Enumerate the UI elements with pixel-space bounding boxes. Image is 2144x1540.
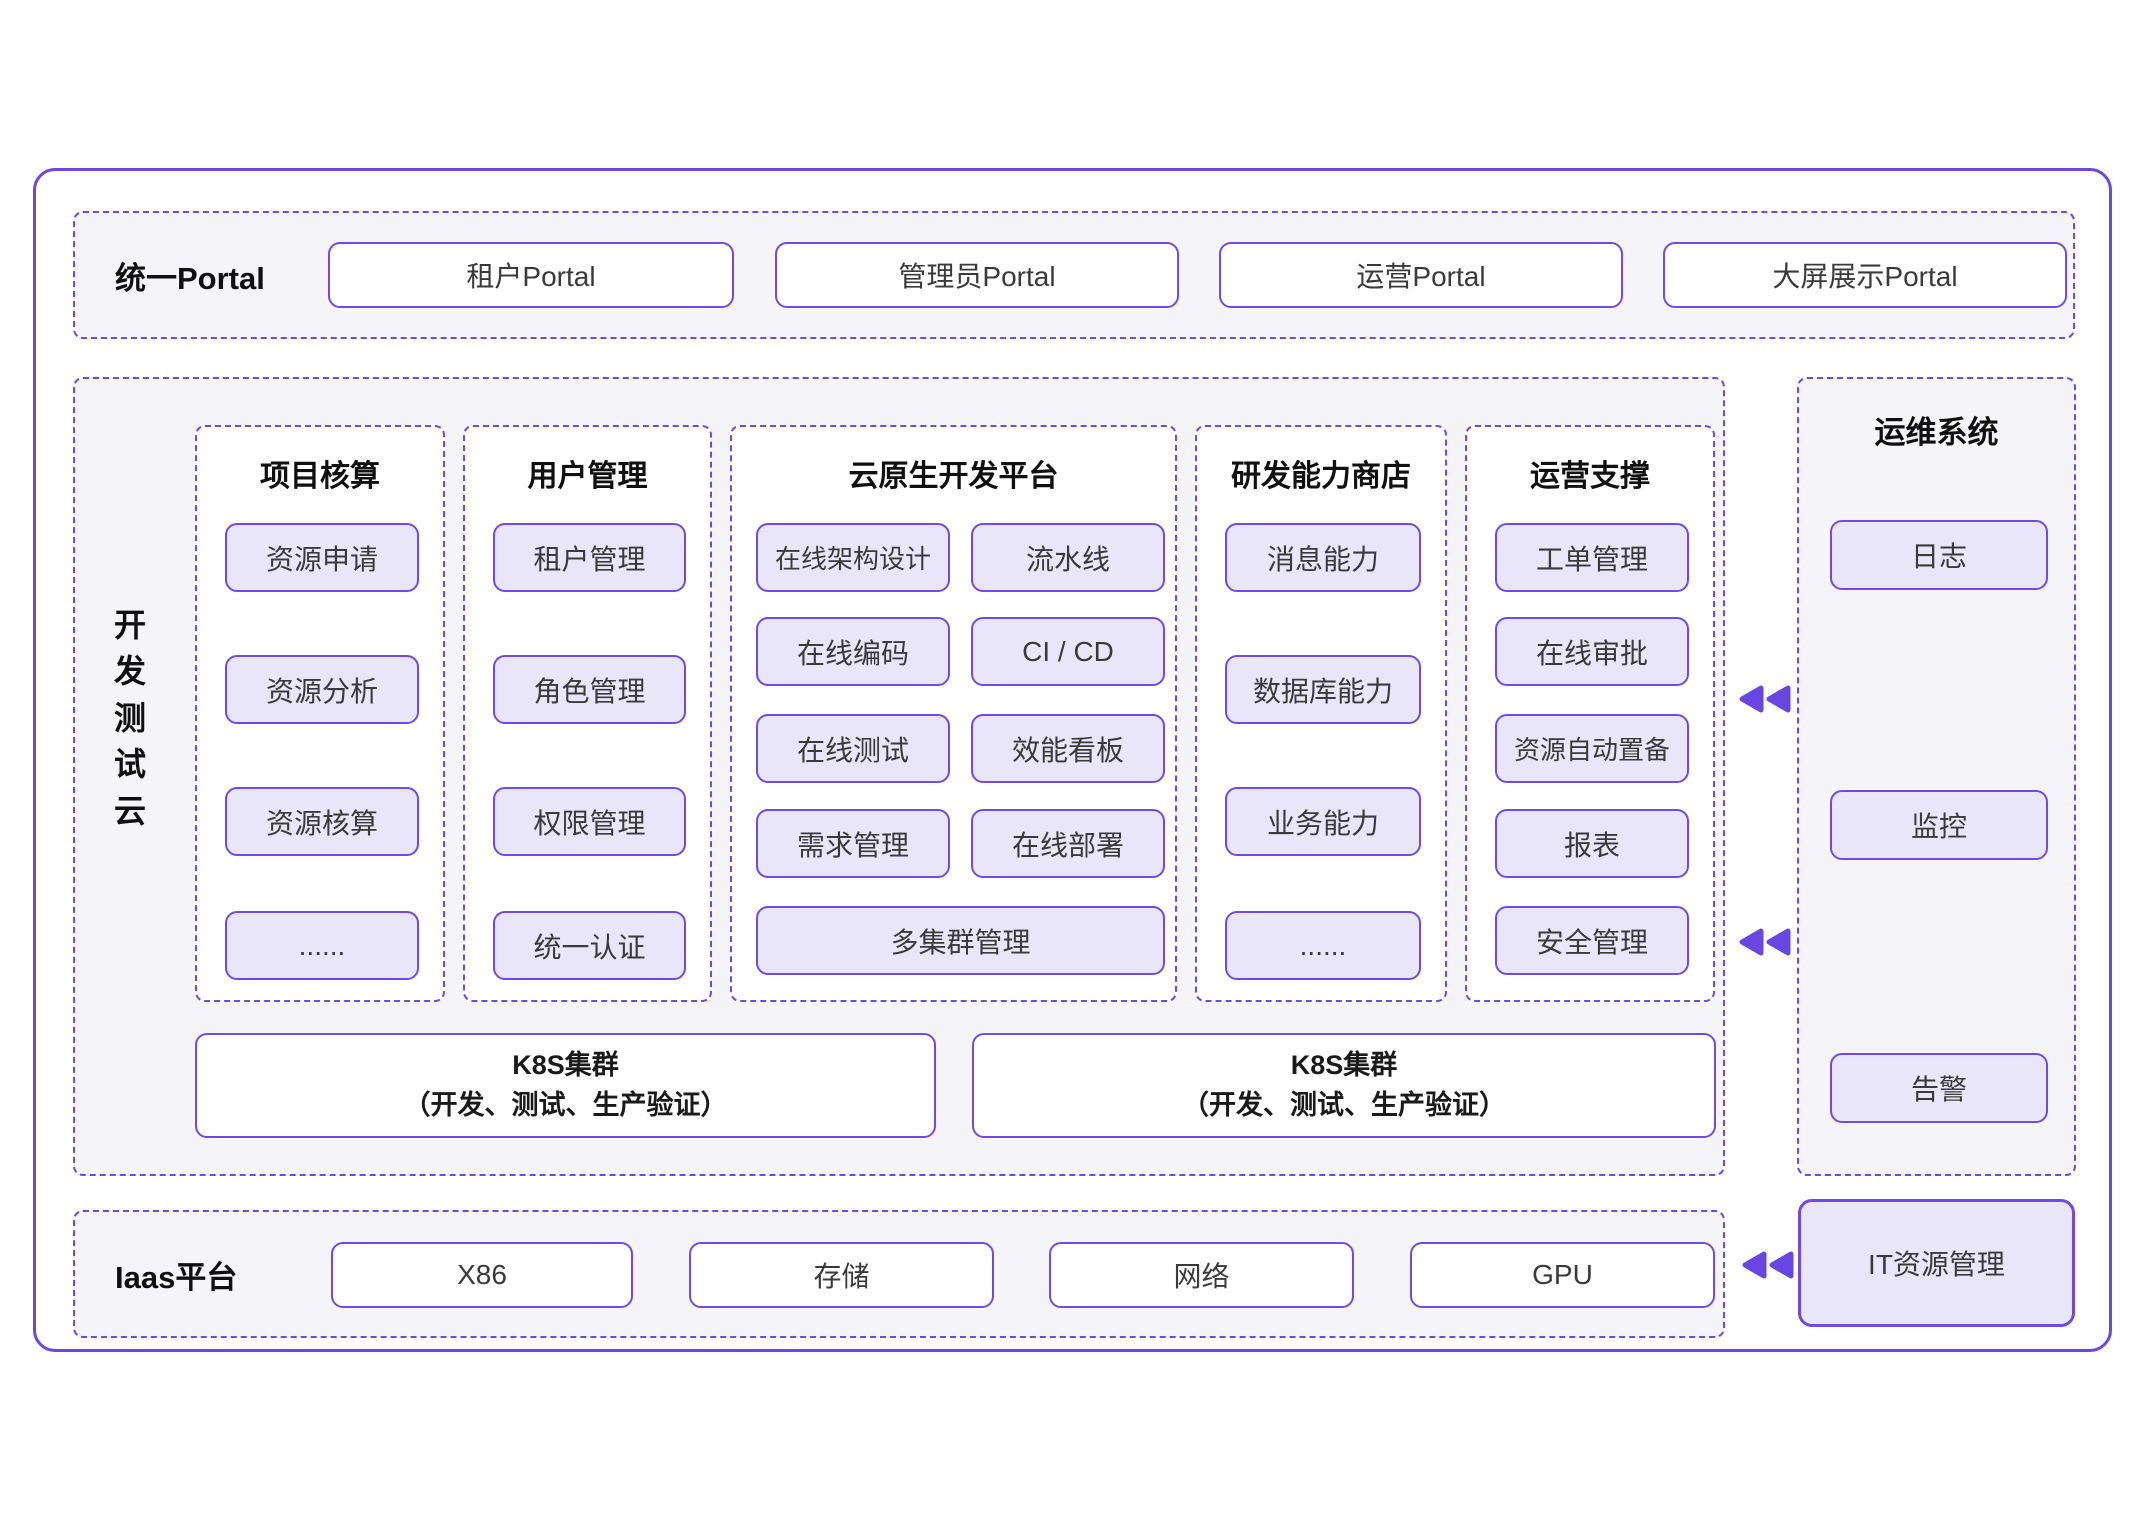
ellipsis-box: ...... bbox=[225, 911, 419, 980]
security-mgmt-box: 安全管理 bbox=[1495, 906, 1689, 975]
requirement-mgmt-box: 需求管理 bbox=[756, 809, 950, 878]
ellipsis-box: ...... bbox=[1225, 911, 1421, 980]
online-testing-box: 在线测试 bbox=[756, 714, 950, 783]
storage-box: 存储 bbox=[689, 1242, 994, 1308]
resource-apply-box: 资源申请 bbox=[225, 523, 419, 592]
k8s-cluster-box: K8S集群 （开发、测试、生产验证） bbox=[195, 1033, 936, 1138]
resource-accounting-box: 资源核算 bbox=[225, 787, 419, 856]
alert-box: 告警 bbox=[1830, 1053, 2048, 1123]
ci-cd-box: CI / CD bbox=[971, 617, 1165, 686]
online-architecture-box: 在线架构设计 bbox=[756, 523, 950, 592]
column-title: 运营支撑 bbox=[1530, 460, 1650, 493]
gpu-box: GPU bbox=[1410, 1242, 1715, 1308]
column-project-accounting: 项目核算 资源申请 资源分析 资源核算 ...... bbox=[195, 425, 445, 1002]
column-title: 用户管理 bbox=[527, 460, 648, 493]
column-operation-support: 运营支撑 工单管理 在线审批 资源自动置备 报表 安全管理 bbox=[1465, 425, 1715, 1002]
online-coding-box: 在线编码 bbox=[756, 617, 950, 686]
admin-portal-box: 管理员Portal bbox=[775, 242, 1179, 308]
monitor-box: 监控 bbox=[1830, 790, 2048, 860]
pipeline-box: 流水线 bbox=[971, 523, 1165, 592]
x86-box: X86 bbox=[331, 1242, 633, 1308]
tenant-portal-box: 租户Portal bbox=[328, 242, 734, 308]
report-box: 报表 bbox=[1495, 809, 1689, 878]
dev-test-cloud-label: 开发测试云 bbox=[113, 607, 146, 829]
column-title: 研发能力商店 bbox=[1231, 460, 1411, 493]
it-resource-management-box: IT资源管理 bbox=[1798, 1199, 2075, 1327]
operation-portal-box: 运营Portal bbox=[1219, 242, 1623, 308]
log-box: 日志 bbox=[1830, 520, 2048, 590]
permission-mgmt-box: 权限管理 bbox=[493, 787, 686, 856]
efficiency-board-box: 效能看板 bbox=[971, 714, 1165, 783]
k8s-cluster-title: K8S集群 bbox=[512, 1050, 619, 1081]
auto-provision-box: 资源自动置备 bbox=[1495, 714, 1689, 783]
iaas-section-title: Iaas平台 bbox=[115, 1259, 238, 1295]
multi-cluster-mgmt-box: 多集群管理 bbox=[756, 906, 1165, 975]
unified-auth-box: 统一认证 bbox=[493, 911, 686, 980]
k8s-cluster-box: K8S集群 （开发、测试、生产验证） bbox=[972, 1033, 1716, 1138]
iaas-section: Iaas平台 X86 存储 网络 GPU bbox=[73, 1210, 1725, 1338]
column-rd-capability-store: 研发能力商店 消息能力 数据库能力 业务能力 ...... bbox=[1195, 425, 1447, 1002]
portal-section: 统一Portal 租户Portal 管理员Portal 运营Portal 大屏展… bbox=[73, 211, 2075, 339]
work-order-box: 工单管理 bbox=[1495, 523, 1689, 592]
k8s-cluster-subtitle: （开发、测试、生产验证） bbox=[1182, 1089, 1506, 1120]
bidirectional-arrow-icon bbox=[1742, 1251, 1794, 1279]
tenant-mgmt-box: 租户管理 bbox=[493, 523, 686, 592]
architecture-outer-container: 统一Portal 租户Portal 管理员Portal 运营Portal 大屏展… bbox=[33, 168, 2112, 1352]
resource-analysis-box: 资源分析 bbox=[225, 655, 419, 724]
message-capability-box: 消息能力 bbox=[1225, 523, 1421, 592]
ops-system-title: 运维系统 bbox=[1874, 415, 1999, 450]
database-capability-box: 数据库能力 bbox=[1225, 655, 1421, 724]
column-user-management: 用户管理 租户管理 角色管理 权限管理 统一认证 bbox=[463, 425, 712, 1002]
k8s-cluster-subtitle: （开发、测试、生产验证） bbox=[403, 1089, 728, 1120]
business-capability-box: 业务能力 bbox=[1225, 787, 1421, 856]
bidirectional-arrow-icon bbox=[1739, 685, 1791, 713]
bidirectional-arrow-icon bbox=[1739, 928, 1791, 956]
column-title: 项目核算 bbox=[260, 460, 380, 493]
network-box: 网络 bbox=[1049, 1242, 1354, 1308]
online-approval-box: 在线审批 bbox=[1495, 617, 1689, 686]
portal-section-title: 统一Portal bbox=[115, 260, 265, 296]
online-deploy-box: 在线部署 bbox=[971, 809, 1165, 878]
column-title: 云原生开发平台 bbox=[848, 460, 1059, 493]
k8s-cluster-title: K8S集群 bbox=[1290, 1050, 1398, 1081]
column-cloud-native-platform: 云原生开发平台 在线架构设计 流水线 在线编码 CI / CD 在线测试 效能看… bbox=[730, 425, 1177, 1002]
role-mgmt-box: 角色管理 bbox=[493, 655, 686, 724]
dev-test-cloud-section: 开发测试云 项目核算 资源申请 资源分析 资源核算 ...... 用户管理 租户… bbox=[73, 377, 1725, 1176]
ops-system-panel: 运维系统 日志 监控 告警 bbox=[1797, 377, 2076, 1176]
bigscreen-portal-box: 大屏展示Portal bbox=[1663, 242, 2067, 308]
